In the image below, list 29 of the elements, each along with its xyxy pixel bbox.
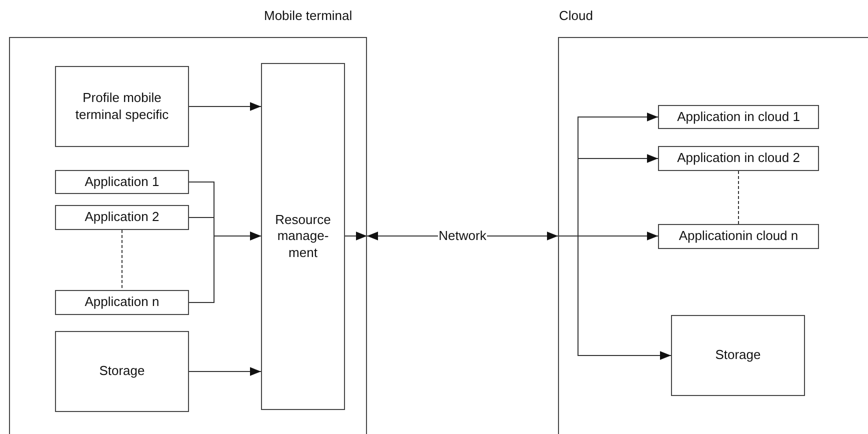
box-label: Resource manage- ment <box>274 212 332 261</box>
process-box <box>55 331 189 412</box>
box-label: Application in cloud 2 <box>677 150 800 167</box>
box-label: Application 1 <box>84 174 160 190</box>
box-label: Application 2 <box>84 209 160 226</box>
arrow <box>188 367 262 376</box>
arrow <box>344 232 368 240</box>
process-box <box>261 63 345 410</box>
process-box <box>658 224 819 249</box>
dashed-line <box>738 170 739 224</box>
box-label: Storage <box>715 347 761 364</box>
box-label: Applicationin cloud n <box>678 228 798 245</box>
process-box <box>55 205 189 230</box>
process-box <box>671 315 805 396</box>
arrow <box>558 236 672 360</box>
box-label: Application n <box>84 294 160 311</box>
box-label: Storage <box>99 363 145 380</box>
arrow <box>188 102 262 111</box>
group-heading: Mobile terminal <box>264 8 352 24</box>
process-box <box>658 146 819 171</box>
arrow <box>188 232 262 303</box>
process-box <box>55 170 189 194</box>
process-box <box>55 66 189 147</box>
edge-label: Network <box>438 228 488 244</box>
process-box <box>55 290 189 315</box>
box-label: Profile mobile terminal specific <box>74 90 170 123</box>
process-box <box>658 105 819 129</box>
box-label: Application in cloud 1 <box>677 108 800 126</box>
group-heading: Cloud <box>559 8 593 24</box>
